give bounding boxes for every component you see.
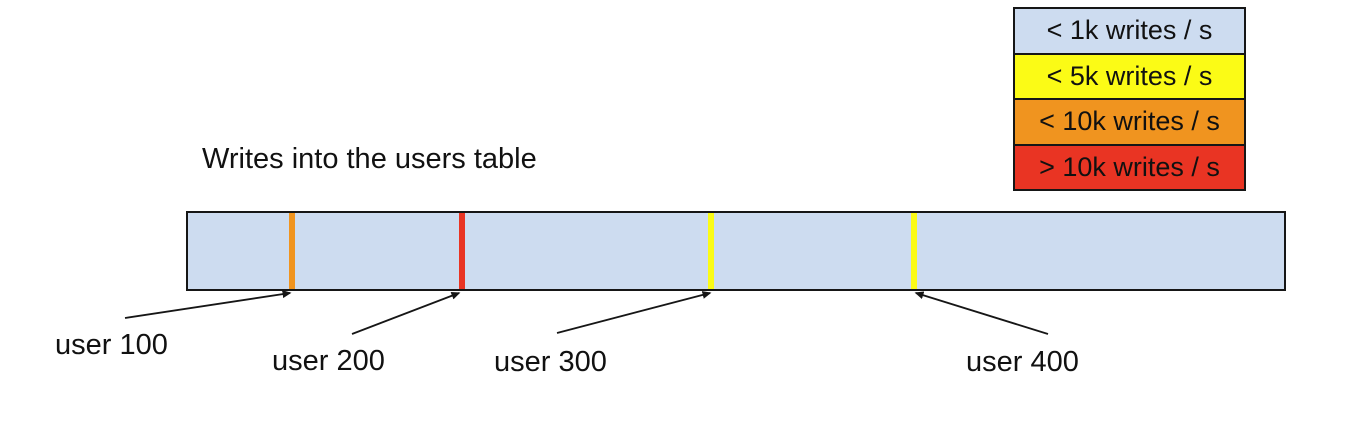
arrow-user-100 xyxy=(124,290,292,319)
legend-item-lt-5k-label: < 5k writes / s xyxy=(1046,60,1213,91)
label-user-400: user 400 xyxy=(966,346,1079,378)
label-user-100: user 100 xyxy=(55,329,168,361)
stripe-user-100 xyxy=(289,213,295,289)
legend-item-lt-10k: < 10k writes / s xyxy=(1013,98,1246,146)
arrow-user-300 xyxy=(556,291,712,334)
arrow-user-200 xyxy=(351,291,461,335)
legend: < 1k writes / s < 5k writes / s < 10k wr… xyxy=(1013,7,1246,191)
diagram-title: Writes into the users table xyxy=(202,143,537,175)
arrow-user-400 xyxy=(914,291,1049,335)
stripe-user-300 xyxy=(708,213,714,289)
users-table-bar xyxy=(186,211,1286,291)
stripe-user-400 xyxy=(911,213,917,289)
label-user-200: user 200 xyxy=(272,345,385,377)
legend-item-lt-5k: < 5k writes / s xyxy=(1013,52,1246,100)
legend-item-lt-1k: < 1k writes / s xyxy=(1013,7,1246,55)
legend-item-gt-10k: > 10k writes / s xyxy=(1013,143,1246,191)
legend-item-gt-10k-label: > 10k writes / s xyxy=(1039,151,1220,182)
label-user-300: user 300 xyxy=(494,346,607,378)
legend-item-lt-1k-label: < 1k writes / s xyxy=(1046,15,1213,46)
legend-item-lt-10k-label: < 10k writes / s xyxy=(1039,106,1220,137)
stripe-user-200 xyxy=(459,213,465,289)
